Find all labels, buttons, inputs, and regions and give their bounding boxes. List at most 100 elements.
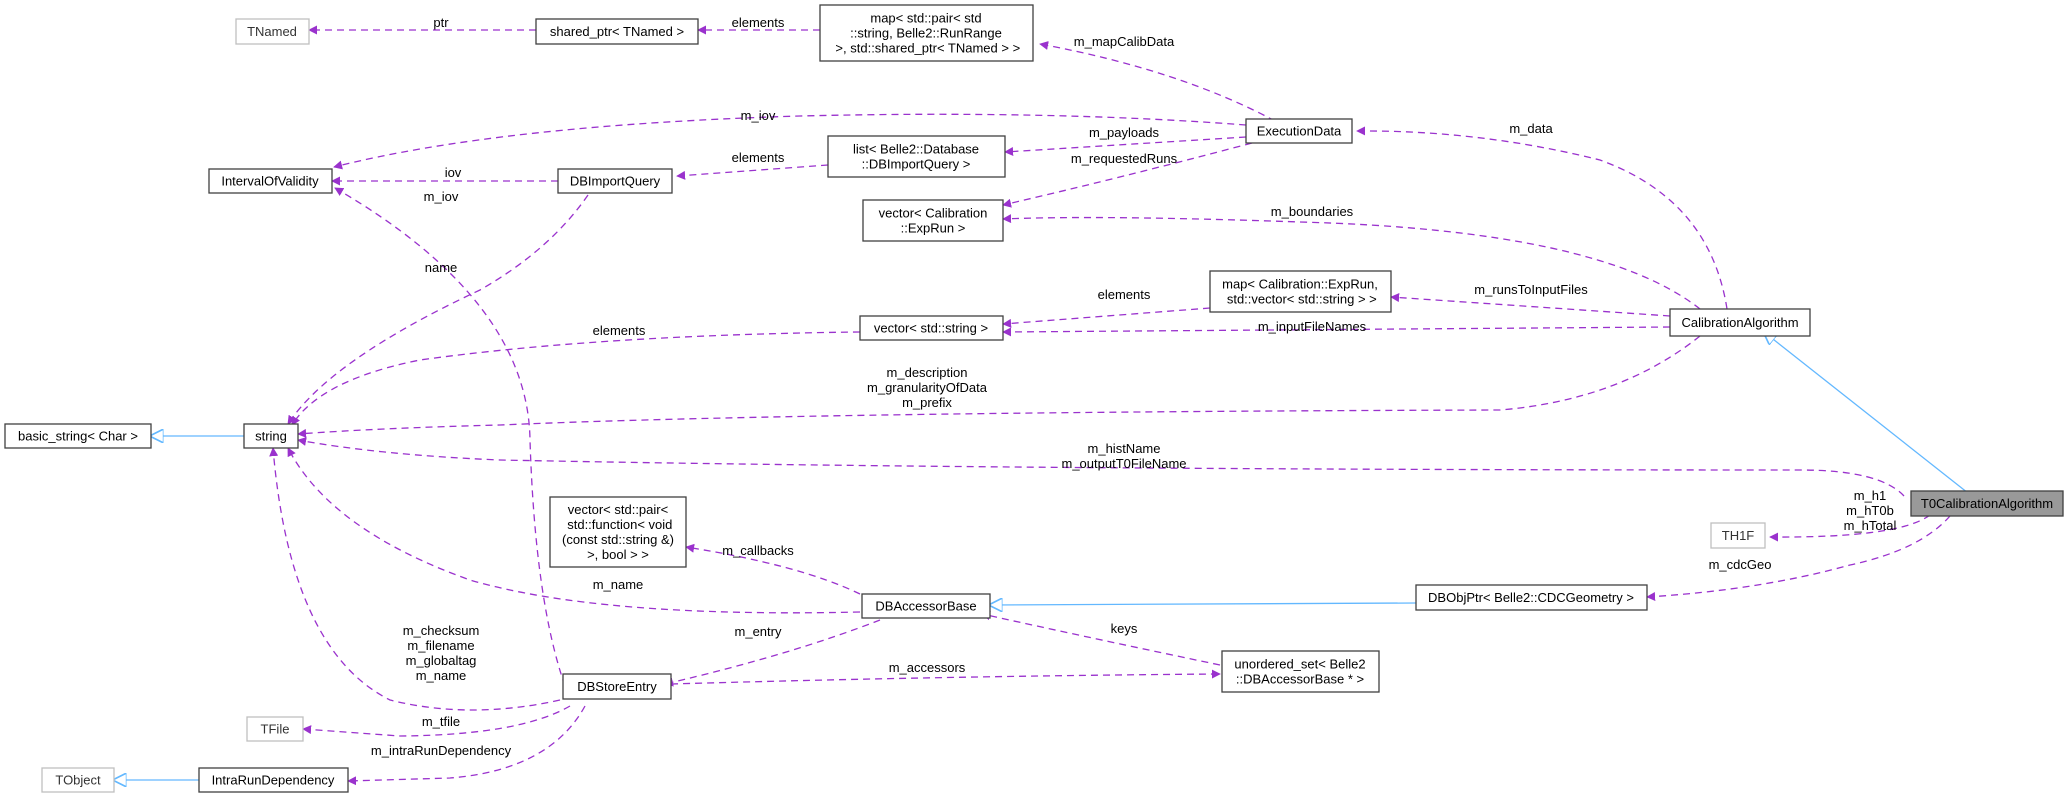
edge-label-iov-line: iov — [445, 165, 462, 180]
node-dbaccessorbase[interactable]: DBAccessorBase — [861, 593, 991, 619]
edge-label-m-cdcgeo: m_cdcGeo — [1709, 557, 1772, 572]
edge-label-m-histname-line: m_outputT0FileName — [1062, 456, 1187, 471]
node-interval-of-validity-line: IntervalOfValidity — [221, 174, 319, 189]
edge-label-m-checksum-line: m_filename — [407, 638, 474, 653]
node-interval-of-validity-label: IntervalOfValidity — [221, 174, 319, 189]
node-tfile[interactable]: TFile — [246, 716, 304, 742]
node-map-calib[interactable]: map< std::pair< std::string, Belle2::Run… — [819, 4, 1034, 62]
edge-label-elements-list: elements — [732, 150, 785, 165]
node-list-dbimport-label: list< Belle2::Database::DBImportQuery > — [853, 142, 979, 172]
node-th1f[interactable]: TH1F — [1710, 522, 1766, 549]
edge-label-m-intrarundependency: m_intraRunDependency — [371, 743, 512, 758]
edge-label-m-histname-line: m_histName — [1088, 441, 1161, 456]
node-th1f-line: TH1F — [1722, 528, 1755, 543]
node-vector-string[interactable]: vector< std::string > — [859, 315, 1004, 341]
edge-vector-string-to-string — [291, 331, 861, 426]
node-vector-string-label: vector< std::string > — [874, 321, 988, 336]
node-dbstoreentry-label: DBStoreEntry — [577, 679, 657, 694]
edge-dbstoreentry-to-interval — [334, 187, 566, 687]
edge-label-m-description-line: m_prefix — [902, 395, 952, 410]
node-vector-exprun[interactable]: vector< Calibration::ExpRun > — [862, 199, 1004, 242]
edge-label-name: name — [425, 260, 458, 275]
edge-label-elements-list-line: elements — [732, 150, 785, 165]
node-map-exprun-label: map< Calibration::ExpRun, std::vector< s… — [1222, 277, 1378, 307]
edge-dbaccessorbase-to-vector-pair — [685, 543, 861, 595]
edge-label-m-cdcgeo-line: m_cdcGeo — [1709, 557, 1772, 572]
edge-label-m-mapcalibdata: m_mapCalibData — [1074, 34, 1175, 49]
node-execution-data[interactable]: ExecutionData — [1245, 118, 1353, 144]
node-vector-pair-line: vector< std::pair< — [568, 502, 668, 517]
node-list-dbimport-line: list< Belle2::Database — [853, 142, 979, 157]
node-execution-data-line: ExecutionData — [1257, 124, 1342, 139]
node-map-calib-label: map< std::pair< std::string, Belle2::Run… — [832, 11, 1020, 56]
edge-label-m-accessors: m_accessors — [889, 660, 966, 675]
node-string[interactable]: string — [243, 423, 299, 449]
edge-label-m-checksum-line: m_checksum — [403, 623, 480, 638]
node-intrarun-dependency-line: IntraRunDependency — [212, 773, 335, 788]
node-unordered-set[interactable]: unordered_set< Belle2::DBAccessorBase * … — [1221, 650, 1380, 693]
node-t0calibration-algorithm[interactable]: T0CalibrationAlgorithm — [1910, 490, 2064, 517]
node-dbstoreentry[interactable]: DBStoreEntry — [562, 673, 672, 700]
edge-label-m-boundaries-line: m_boundaries — [1271, 204, 1354, 219]
node-map-calib-line: map< std::pair< std — [870, 11, 981, 26]
node-interval-of-validity[interactable]: IntervalOfValidity — [208, 168, 333, 194]
edge-label-m-checksum-line: m_globaltag — [406, 653, 477, 668]
edge-execution-data-to-interval — [333, 113, 1247, 170]
node-unordered-set-label: unordered_set< Belle2::DBAccessorBase * … — [1234, 657, 1365, 687]
node-intrarun-dependency-label: IntraRunDependency — [212, 773, 335, 788]
edge-label-m-callbacks: m_callbacks — [722, 543, 794, 558]
edge-calibration-algorithm-to-vector-string — [1002, 326, 1671, 337]
node-dbobjptr-label: DBObjPtr< Belle2::CDCGeometry > — [1428, 590, 1634, 605]
node-execution-data-label: ExecutionData — [1257, 124, 1342, 139]
node-basic-string-label: basic_string< Char > — [18, 429, 138, 444]
edge-label-m-payloads-line: m_payloads — [1089, 125, 1160, 140]
edge-label-m-intrarundependency-line: m_intraRunDependency — [371, 743, 512, 758]
edge-label-m-requestedruns-line: m_requestedRuns — [1071, 151, 1178, 166]
edge-label-m-iov-exec: m_iov — [741, 108, 776, 123]
edge-label-m-name: m_name — [593, 577, 644, 592]
node-map-exprun-line: std::vector< std::string > > — [1223, 292, 1377, 307]
node-list-dbimport[interactable]: list< Belle2::Database::DBImportQuery > — [827, 135, 1006, 178]
node-map-calib-line: ::string, Belle2::RunRange — [850, 26, 1002, 41]
node-shared-ptr-label: shared_ptr< TNamed > — [550, 24, 684, 39]
node-dbimportquery[interactable]: DBImportQuery — [557, 168, 673, 194]
edge-label-m-name-line: m_name — [593, 577, 644, 592]
edge-label-elements-map: elements — [1098, 287, 1151, 302]
edge-label-m-h1-line: m_h1 — [1854, 488, 1887, 503]
edge-label-elements-shared-line: elements — [732, 15, 785, 30]
edge-dbaccessorbase-to-dbstoreentry — [664, 619, 881, 687]
node-basic-string-line: basic_string< Char > — [18, 429, 138, 444]
edge-label-m-description-line: m_description — [887, 365, 968, 380]
node-basic-string[interactable]: basic_string< Char > — [4, 423, 152, 449]
node-dbimportquery-line: DBImportQuery — [570, 174, 661, 189]
node-string-line: string — [255, 429, 287, 444]
node-map-exprun[interactable]: map< Calibration::ExpRun, std::vector< s… — [1209, 270, 1392, 313]
edge-label-m-h1-line: m_hT0b — [1846, 503, 1894, 518]
node-map-exprun-line: map< Calibration::ExpRun, — [1222, 277, 1378, 292]
node-calibration-algorithm-label: CalibrationAlgorithm — [1681, 315, 1798, 330]
edge-label-elements-map-line: elements — [1098, 287, 1151, 302]
node-shared-ptr-line: shared_ptr< TNamed > — [550, 24, 684, 39]
edge-dbstoreentry-to-string — [269, 447, 561, 711]
node-tnamed[interactable]: TNamed — [235, 18, 310, 45]
edge-dbaccessorbase-to-string — [287, 447, 861, 614]
node-map-calib-line: >, std::shared_ptr< TNamed > > — [832, 41, 1020, 56]
node-dbobjptr[interactable]: DBObjPtr< Belle2::CDCGeometry > — [1415, 584, 1648, 611]
node-vector-pair-line: std::function< void — [564, 517, 673, 532]
node-tobject[interactable]: TObject — [41, 767, 115, 793]
edge-label-elements-vec: elements — [593, 323, 646, 338]
edge-t0calibration-to-string — [297, 437, 1905, 497]
node-vector-pair[interactable]: vector< std::pair< std::function< void(c… — [549, 496, 687, 568]
edge-unordered-set-to-dbaccessorbase — [981, 611, 1221, 666]
edge-label-m-checksum-line: m_name — [416, 668, 467, 683]
node-intrarun-dependency[interactable]: IntraRunDependency — [198, 767, 349, 793]
edge-label-m-callbacks-line: m_callbacks — [722, 543, 794, 558]
node-tfile-label: TFile — [261, 722, 290, 737]
edge-label-m-data: m_data — [1509, 121, 1553, 136]
node-shared-ptr[interactable]: shared_ptr< TNamed > — [535, 18, 699, 45]
node-calibration-algorithm[interactable]: CalibrationAlgorithm — [1669, 308, 1811, 337]
